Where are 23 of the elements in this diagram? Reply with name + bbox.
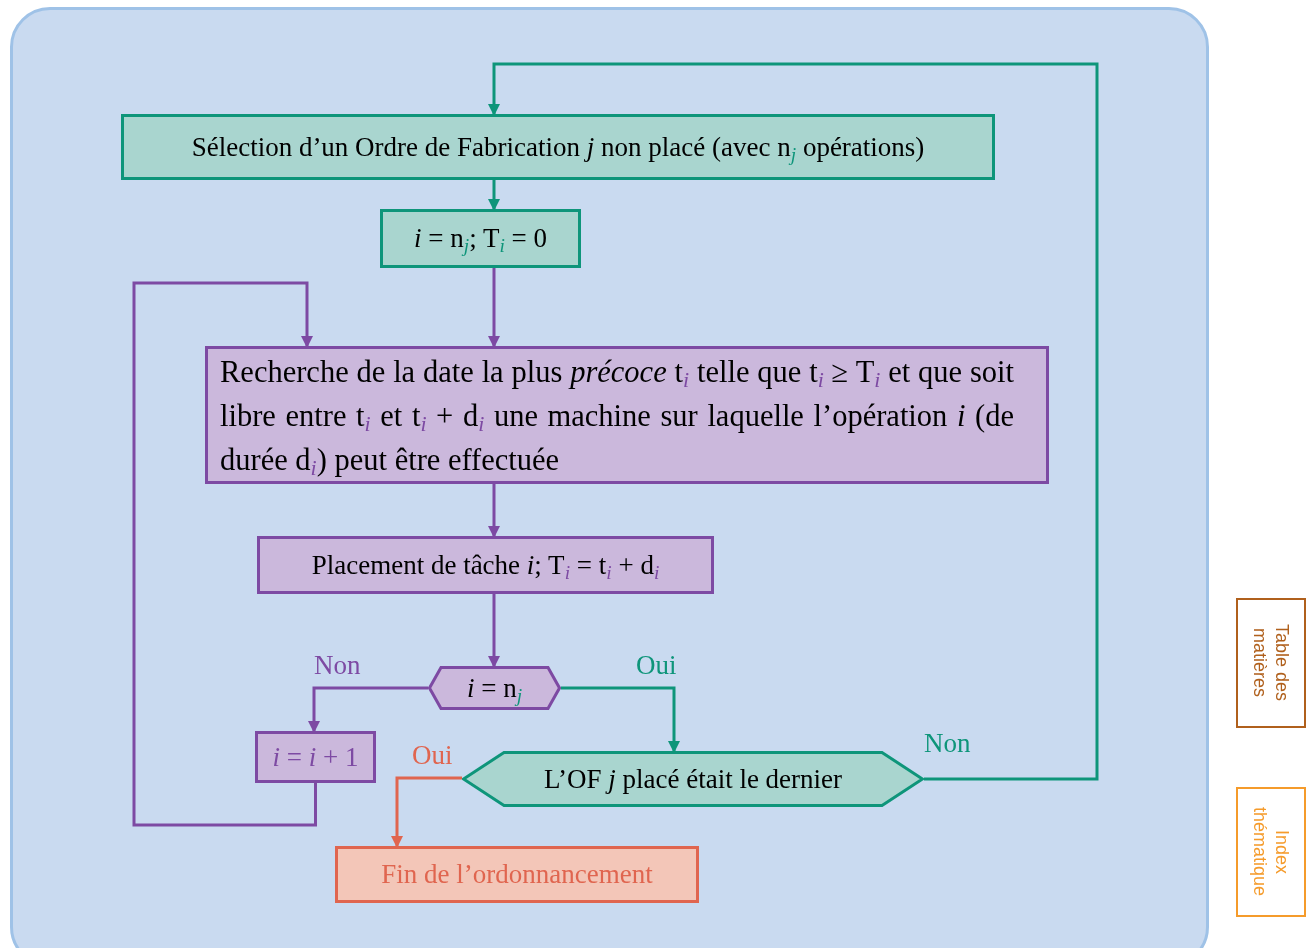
arrow: [132, 281, 317, 827]
arrow: [488, 594, 500, 668]
decision-hexagon: L’OF j placé était le dernier: [462, 751, 924, 807]
arrow: [488, 268, 500, 348]
edge-label: Oui: [636, 650, 677, 680]
arrow: [488, 62, 1099, 781]
edge-label: Non: [314, 650, 361, 680]
arrow: [391, 776, 462, 848]
edge-label: Non: [924, 728, 971, 758]
process-box: i = n$_{j}$; T$_{i}$ = 0: [380, 209, 581, 268]
process-box: Sélection d’un Ordre de Fabrication j non placé (avec n$_{j}$ opérations): [121, 114, 995, 180]
end-box: Fin de l’ordonnancement: [335, 846, 699, 903]
side-tab: Table des matières: [1236, 598, 1306, 728]
decision-hexagon: i = n$_{j}$: [428, 666, 561, 710]
process-box: Placement de tâche i; T$_{i}$ = t$_{i}$ + d$_{i}$: [257, 536, 714, 594]
arrow: [488, 180, 500, 211]
edge-label: Oui: [412, 740, 453, 770]
arrow: [561, 686, 680, 753]
process-box: i = i + 1: [255, 731, 376, 783]
side-tab: Index thématique: [1236, 787, 1306, 917]
arrow: [308, 686, 428, 733]
arrow: [488, 484, 500, 538]
process-box: Recherche de la date la plus précoce t$_{i}$ telle que t$_{i}$ ≥ T$_{i}$ et que soit libre entre t$_{i}$ et t$_{i}$ + d$_{i}$ une machine sur laquelle l’opération i (de durée d$_{i}$) peut être effectuée: [205, 346, 1049, 484]
